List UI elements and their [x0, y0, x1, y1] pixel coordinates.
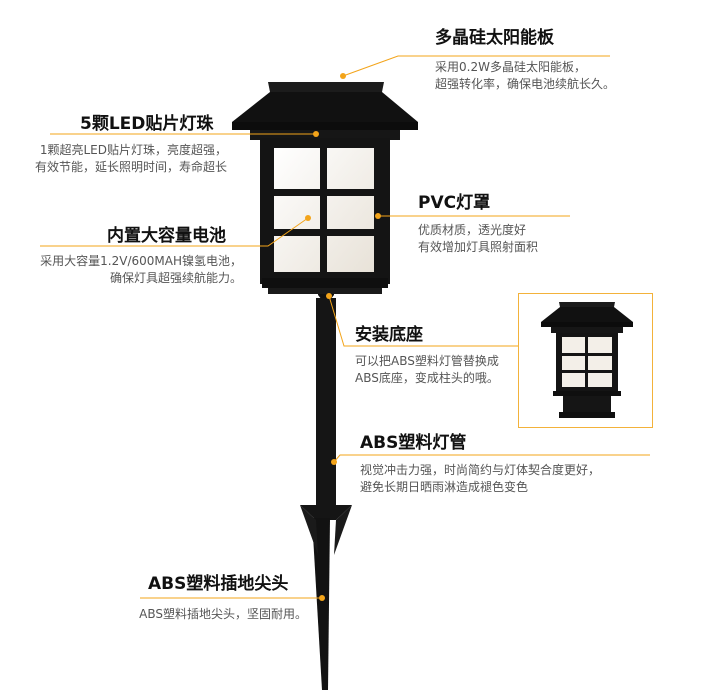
base-title: 安装底座	[355, 325, 423, 345]
solar-panel-desc: 采用0.2W多晶硅太阳能板， 超强转化率，确保电池续航长久。	[435, 60, 616, 91]
leader-dots	[305, 73, 381, 601]
pvc-cover-title: PVC灯罩	[418, 193, 491, 213]
abs-pipe-title: ABS塑料灯管	[360, 433, 467, 453]
pole	[316, 294, 336, 506]
led-title: 5颗LED贴片灯珠	[80, 114, 214, 134]
led-desc: 1颗超亮LED贴片灯珠，亮度超强， 有效节能，延长照明时间，寿命超长	[34, 143, 227, 174]
solar-panel-roof	[232, 82, 418, 140]
battery-desc: 采用大容量1.2V/600MAH镍氢电池， 确保灯具超强续航能力。	[40, 254, 242, 285]
solar-panel-title: 多晶硅太阳能板	[435, 28, 554, 48]
base-lamp-icon	[541, 302, 633, 418]
base-inset-image	[518, 293, 653, 428]
spike-desc: ABS塑料插地尖头，坚固耐用。	[139, 607, 307, 621]
battery-title: 内置大容量电池	[107, 226, 226, 246]
lamp-body	[260, 138, 390, 294]
ground-spike	[300, 505, 352, 690]
abs-pipe-desc: 视觉冲击力强，时尚简约与灯体契合度更好， 避免长期日晒雨淋造成褪色变色	[360, 463, 601, 494]
leader-lines	[40, 55, 650, 599]
pvc-cover-desc: 优质材质，透光度好 有效增加灯具照射面积	[418, 223, 539, 254]
spike-title: ABS塑料插地尖头	[148, 574, 289, 594]
base-desc: 可以把ABS塑料灯管替换成 ABS底座，变成柱头的哦。	[355, 354, 499, 385]
